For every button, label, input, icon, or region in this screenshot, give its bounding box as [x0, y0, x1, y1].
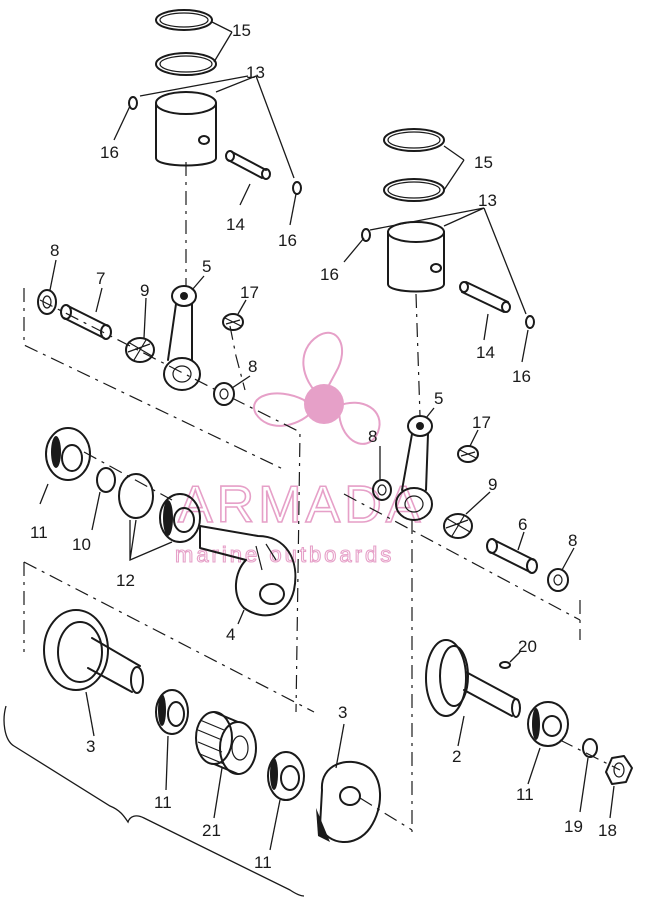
labyrinth-seal-21 [195, 711, 257, 775]
piston-ring-left-top [155, 9, 213, 31]
callout-20: 20 [518, 637, 537, 656]
callout-8: 8 [368, 427, 377, 446]
thrust-washer-left-b [213, 382, 235, 406]
callout-17: 17 [472, 413, 491, 432]
callout-4: 4 [226, 625, 235, 644]
callout-12: 12 [116, 571, 135, 590]
callout-21: 21 [202, 821, 221, 840]
callout-11: 11 [254, 853, 272, 872]
callout-10: 10 [72, 535, 91, 554]
leader-lines [39, 21, 615, 851]
piston-pin-left [225, 150, 271, 180]
callout-5: 5 [202, 257, 211, 276]
snap-ring-12 [118, 473, 154, 519]
callout-11: 11 [30, 523, 48, 542]
callout-13: 13 [478, 191, 497, 210]
assembly-centerlines [23, 162, 621, 832]
washer-19 [582, 738, 598, 758]
assembly-bracket [3, 705, 305, 897]
callout-19: 19 [564, 817, 583, 836]
circlip-left-b [292, 181, 302, 195]
left-cylinder-group [37, 9, 302, 406]
circlip-right-a [361, 228, 371, 242]
callout-6: 6 [518, 515, 527, 534]
thrust-washer-right-b [547, 568, 569, 592]
callout-8: 8 [568, 531, 577, 550]
crankshaft-group [43, 427, 633, 843]
propeller-logo-icon [253, 331, 381, 445]
piston-ring-left-second [155, 52, 217, 76]
callout-3: 3 [338, 703, 347, 722]
big-end-bearing-right [443, 513, 473, 539]
callout-16: 16 [512, 367, 531, 386]
connecting-rod-left [163, 285, 201, 391]
piston-pin-right [459, 281, 511, 313]
callout-13: 13 [246, 63, 265, 82]
callout-17: 17 [240, 283, 259, 302]
callout-11: 11 [154, 793, 172, 812]
callout-16: 16 [100, 143, 119, 162]
callout-14: 14 [476, 343, 495, 362]
thrust-washer-right-a [372, 479, 392, 501]
callout-14: 14 [226, 215, 245, 234]
small-end-bearing-right [457, 445, 479, 463]
piston-ring-right-second [383, 178, 445, 202]
callout-9: 9 [488, 475, 497, 494]
piston-ring-right-top [383, 128, 445, 152]
callout-15: 15 [232, 21, 251, 40]
big-end-bearing-left [125, 337, 155, 363]
callout-8: 8 [50, 241, 59, 260]
main-bearing-center [159, 493, 201, 543]
piston-left [155, 91, 217, 167]
main-bearing-lower-center [267, 751, 305, 801]
callout-15: 15 [474, 153, 493, 172]
callout-2: 2 [452, 747, 461, 766]
watermark-brand: ARMADA [178, 476, 424, 534]
crankshaft-left-section [43, 609, 144, 694]
callout-5: 5 [434, 389, 443, 408]
callout-labels: 15 13 16 14 16 8 7 9 5 17 8 15 13 16 14 … [30, 21, 617, 872]
oil-seal-left-upper [45, 427, 91, 481]
thrust-washer-left-a [37, 289, 57, 315]
circlip-left-a [128, 96, 138, 110]
crank-pin-right [486, 538, 538, 574]
right-cylinder-group [361, 128, 569, 592]
callout-3: 3 [86, 737, 95, 756]
main-bearing-lower-left [155, 689, 189, 735]
crankshaft-web-right [316, 761, 382, 843]
snap-ring-10 [96, 467, 116, 493]
crankshaft-center-section [199, 525, 297, 617]
callout-8: 8 [248, 357, 257, 376]
callout-7: 7 [96, 269, 105, 288]
callout-9: 9 [140, 281, 149, 300]
callout-11: 11 [516, 785, 534, 804]
connecting-rod-right [395, 415, 433, 521]
piston-right [387, 221, 445, 293]
crank-pin-left [60, 304, 112, 340]
callout-16: 16 [278, 231, 297, 250]
oil-seal-right-lower [527, 701, 569, 747]
woodruff-key-20 [499, 661, 511, 669]
nut-18 [605, 755, 633, 785]
callout-18: 18 [598, 821, 617, 840]
small-end-bearing-left [222, 313, 244, 331]
circlip-right-b [525, 315, 535, 329]
crankshaft-right-section [425, 639, 521, 718]
callout-16: 16 [320, 265, 339, 284]
